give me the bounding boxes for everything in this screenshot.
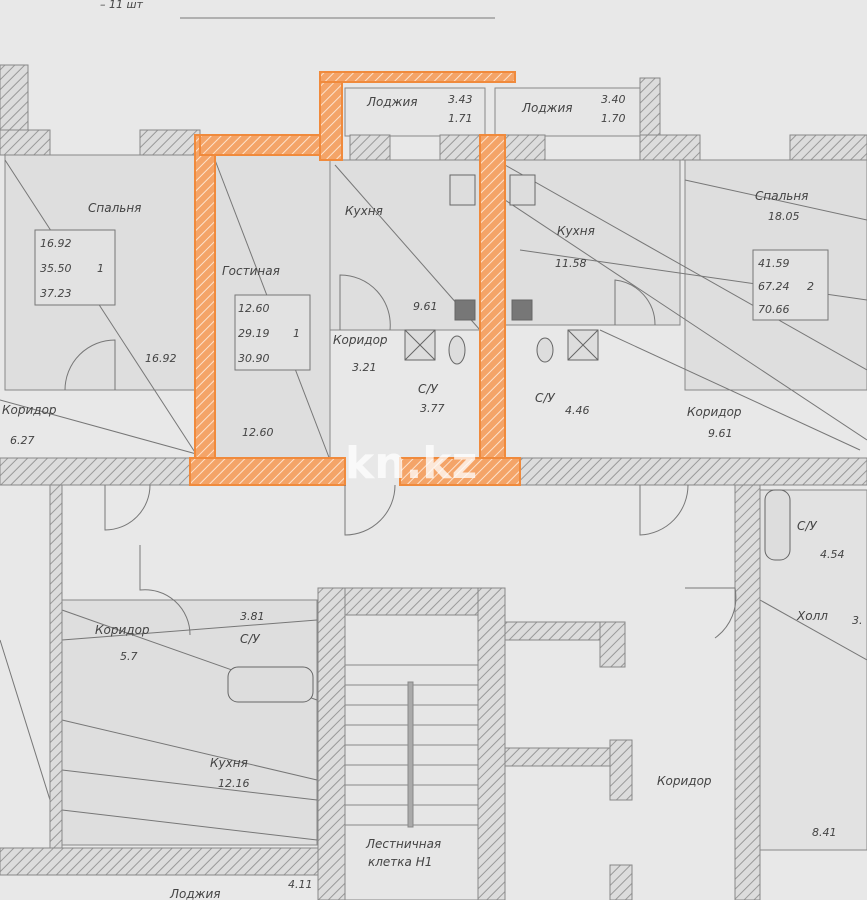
right-unit-summary-3: 70.66 [758, 303, 790, 316]
bath-2-area: 4.46 [565, 404, 590, 417]
right-unit-summary-2: 67.24 [758, 280, 790, 293]
staircase [344, 614, 479, 900]
right-unit-summary-1: 41.59 [758, 257, 790, 270]
kitchen-low-label: Кухня [210, 756, 248, 770]
living-room-count: 1 [293, 327, 300, 340]
loggia-1-area2: 1.71 [448, 112, 473, 125]
living-summary-3: 30.90 [238, 352, 270, 365]
fixtures [227, 174, 791, 703]
bath-right-label: С/У [797, 519, 817, 533]
bath-low-area: 3.81 [240, 610, 265, 623]
bedroom-left-area: 16.92 [145, 352, 177, 365]
living-room-label: Гостиная [222, 264, 280, 278]
walls [0, 64, 867, 900]
stairwell-label-2: клетка Н1 [368, 855, 432, 869]
bedroom-left-total: 35.50 [40, 262, 72, 275]
bath-2-label: С/У [535, 391, 555, 405]
bedroom-left-total-loggia: 37.23 [40, 287, 72, 300]
bedroom-left-room-count: 1 [97, 262, 104, 275]
sheet-title: – 11 шт [100, 0, 144, 11]
corridor-1-area: 3.21 [352, 361, 377, 374]
corridor-left-label: Коридор [2, 403, 57, 417]
bedroom-left-living-area: 16.92 [40, 237, 72, 250]
stairwell-label: Лестничная [365, 837, 441, 851]
right-unit-room-count: 2 [807, 280, 814, 293]
corridor-right-area: 9.61 [708, 427, 733, 440]
doors [64, 274, 737, 639]
corridor-low-label: Коридор [95, 623, 150, 637]
loggia-low-area: 4.11 [288, 878, 313, 891]
bath-low-label: С/У [240, 632, 260, 646]
bath-1-area: 3.77 [420, 402, 445, 415]
loggia-1-area: 3.43 [448, 93, 473, 106]
bath-1-label: С/У [418, 382, 438, 396]
room-right-low-area: 8.41 [812, 826, 837, 839]
kitchen-2-area: 11.58 [555, 257, 587, 270]
watermark: kn.kz [345, 438, 477, 489]
bath-right-area: 4.54 [820, 548, 845, 561]
loggia-2-area2: 1.70 [601, 112, 626, 125]
bedroom-right-label: Спальня [755, 189, 808, 203]
living-summary-1: 12.60 [238, 302, 270, 315]
bedroom-left-label: Спальня [88, 201, 141, 215]
area-summary-boxes [34, 229, 829, 371]
highlighted-apartment-walls [189, 71, 521, 486]
main-corridor-label: Коридор [657, 774, 712, 788]
corridor-1-label: Коридор [333, 333, 388, 347]
hall-right-label: Холл [796, 609, 828, 623]
bedroom-right-area: 18.05 [768, 210, 800, 223]
kitchen-1-label: Кухня [345, 204, 383, 218]
living-summary-2: 29.19 [238, 327, 270, 340]
loggia-1-label: Лоджия [366, 95, 418, 109]
kitchen-1-area: 9.61 [413, 300, 438, 313]
loggia-low-label: Лоджия [169, 887, 221, 900]
living-area: 12.60 [242, 426, 274, 439]
corridor-low-area: 5.7 [120, 650, 138, 663]
corridor-left-area: 6.27 [10, 434, 35, 447]
hall-right-area: 3. [852, 614, 863, 627]
loggia-2-area: 3.40 [601, 93, 626, 106]
kitchen-low-area: 12.16 [218, 777, 250, 790]
loggia-2-label: Лоджия [521, 101, 573, 115]
kitchen-2-label: Кухня [557, 224, 595, 238]
corridor-right-label: Коридор [687, 405, 742, 419]
